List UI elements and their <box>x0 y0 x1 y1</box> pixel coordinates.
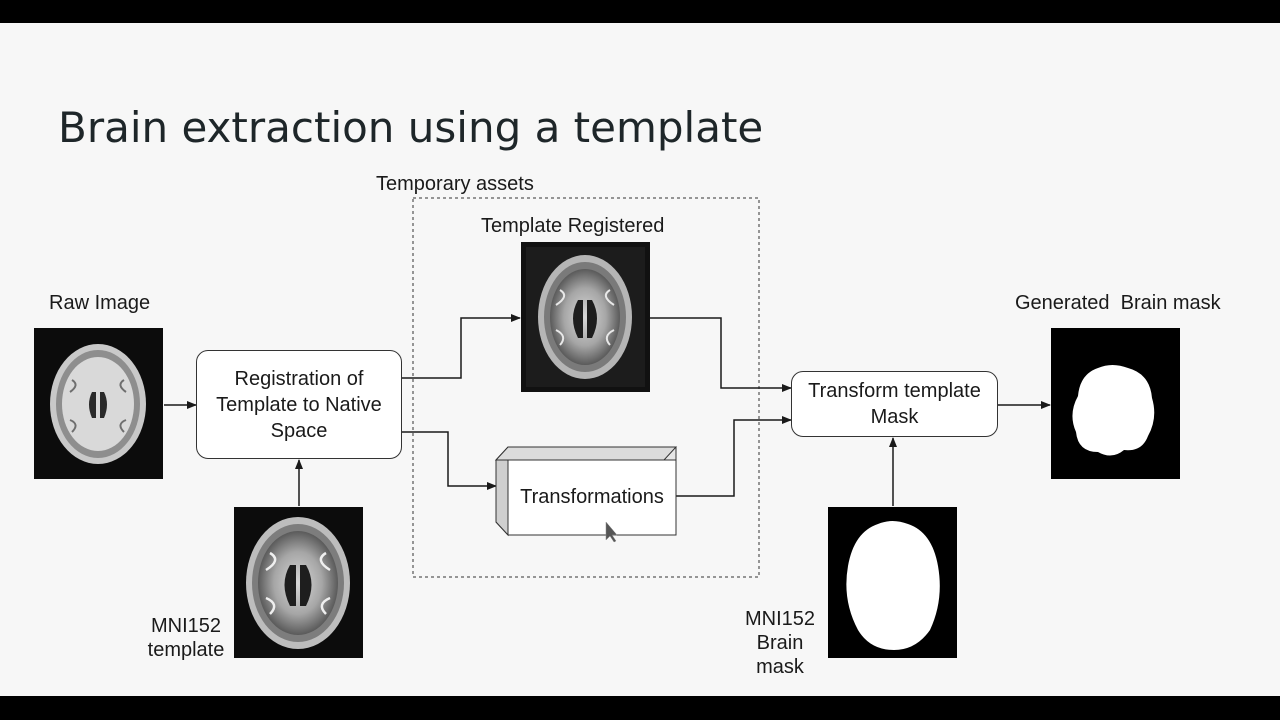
mni-template-label: MNI152 template <box>147 615 225 661</box>
transform-mask-node: Transform template Mask <box>791 371 998 437</box>
transformations-node <box>494 446 678 537</box>
raw-image-thumbnail <box>34 328 163 479</box>
edge-transformations-to-transform <box>676 416 792 497</box>
transform-mask-label: Transform template Mask <box>808 380 981 428</box>
transformations-label: Transformations <box>520 486 664 508</box>
mni-template-thumbnail <box>234 507 363 658</box>
raw-image-label: Raw Image <box>49 292 151 314</box>
page-title: Brain extraction using a template <box>58 103 764 152</box>
registration-label: Registration of Template to Native Space <box>216 367 382 442</box>
template-registered-thumbnail <box>521 242 650 392</box>
edge-registration-to-transformations <box>402 431 497 490</box>
template-registered-label: Template Registered <box>481 215 665 237</box>
edge-registration-to-template-registered <box>402 314 521 379</box>
mni-mask-label: MNI152 Brain mask <box>744 608 816 678</box>
edge-template-registered-to-transform <box>650 317 792 392</box>
generated-mask-thumbnail <box>1051 328 1180 479</box>
mni-mask-thumbnail <box>828 507 957 658</box>
temporary-assets-label: Temporary assets <box>376 173 534 195</box>
registration-node: Registration of Template to Native Space <box>196 350 402 459</box>
generated-mask-label: Generated Brain mask <box>1015 292 1221 314</box>
cursor-icon <box>605 521 618 543</box>
